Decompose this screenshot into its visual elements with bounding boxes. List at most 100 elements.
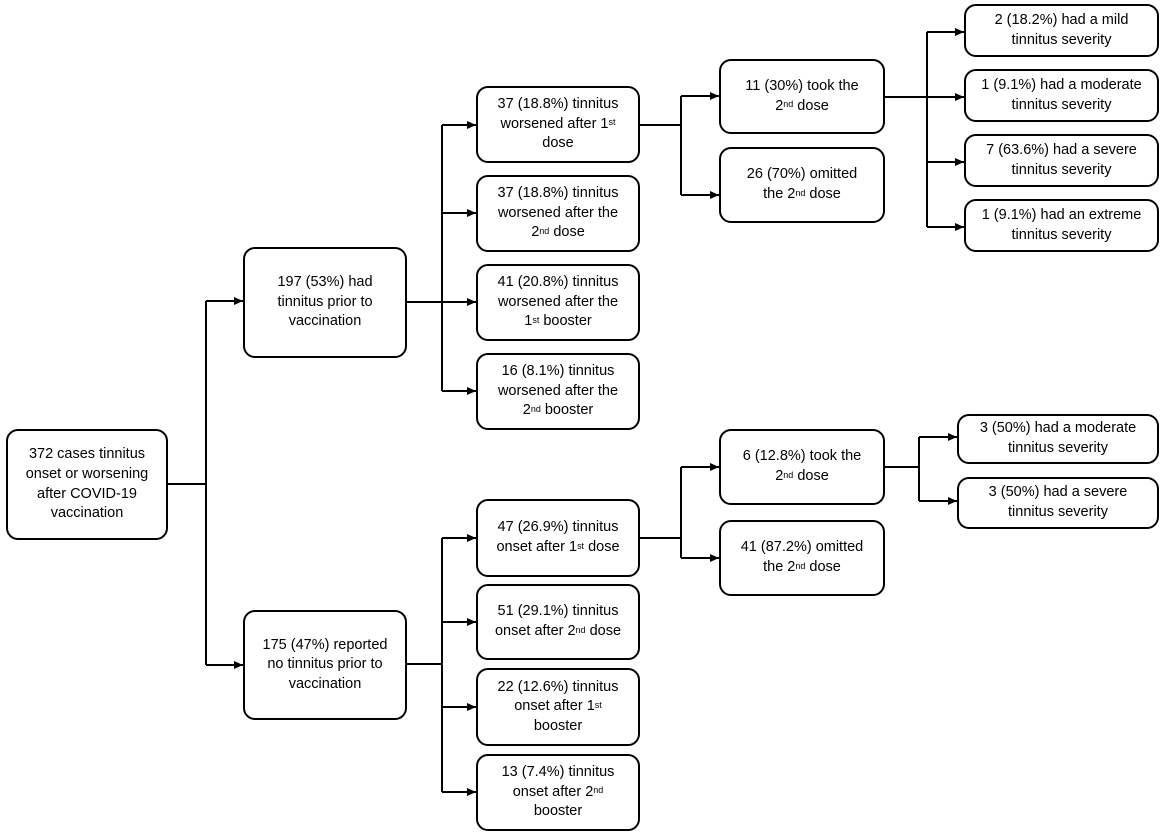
node-text-line: 2nd dose — [498, 223, 619, 243]
text-run: dose — [793, 97, 829, 114]
node-text-line: the 2nd dose — [747, 185, 857, 205]
text-run: 6 (12.8%) took the — [742, 448, 862, 465]
node-text-line: 11 (30%) took the — [745, 77, 858, 97]
text-run: tinnitus severity — [1011, 96, 1112, 113]
text-run: dose — [805, 186, 841, 202]
node-text-line: 175 (47%) reported — [263, 636, 388, 656]
text-run: 2 — [531, 224, 540, 241]
text-run: 175 (47%) reported — [262, 636, 388, 653]
text-run: onset or worsening — [25, 465, 149, 482]
node-text-line: tinnitus severity — [995, 31, 1129, 51]
text-run: onset after 1 — [514, 698, 595, 715]
node-text-line: no tinnitus prior to — [263, 655, 388, 675]
node-text: 7 (63.6%) had a severe tinnitus severity — [986, 141, 1137, 180]
node-text-line: 2nd dose — [745, 97, 858, 117]
text-run: dose — [549, 224, 585, 241]
text-run: dose — [805, 559, 841, 575]
ordinal-suffix: st — [577, 540, 585, 551]
text-run: 197 (53%) had — [277, 274, 373, 291]
text-run: vaccination — [50, 505, 124, 522]
ordinal-suffix: nd — [783, 469, 794, 480]
node-text-line: onset after 1st — [498, 697, 619, 717]
text-run: 47 (26.9%) tinnitus — [497, 519, 619, 536]
text-run: 1 (9.1%) had an extreme — [981, 206, 1142, 223]
node-text-line: 41 (20.8%) tinnitus — [498, 273, 619, 293]
severity-severe-node: 7 (63.6%) had a severe tinnitus severity — [964, 134, 1159, 187]
text-run: 372 cases tinnitus — [28, 446, 146, 463]
node-text-line: vaccination — [263, 675, 388, 695]
text-run: worsened after 1 — [500, 115, 609, 132]
text-run: 41 (20.8%) tinnitus — [497, 274, 619, 291]
node-text-line: tinnitus severity — [981, 96, 1141, 116]
text-run: dose — [542, 135, 574, 152]
worsened-second-dose-node: 37 (18.8%) tinnitus worsened after the 2nd… — [476, 175, 640, 252]
connector-o1 — [640, 467, 682, 558]
node-text-line: onset after 1st dose — [496, 538, 619, 558]
text-run: 1 (9.1%) had a moderate — [981, 76, 1142, 93]
node-text-line: 6 (12.8%) took the — [743, 447, 862, 467]
ordinal-suffix: nd — [530, 404, 541, 415]
text-run: 37 (18.8%) tinnitus — [497, 185, 619, 202]
text-run: after COVID-19 — [37, 485, 137, 502]
text-run: 13 (7.4%) tinnitus — [501, 764, 615, 781]
connector-w1 — [640, 96, 682, 195]
text-run: onset after 1 — [496, 539, 578, 555]
node-text-line: tinnitus severity — [986, 161, 1137, 181]
text-run: 51 (29.1%) tinnitus — [497, 603, 619, 620]
text-run: the 2 — [763, 559, 796, 575]
text-run: booster — [533, 717, 583, 734]
ordinal-suffix: nd — [539, 226, 550, 237]
severity-moderate-node: 1 (9.1%) had a moderate tinnitus severity — [964, 69, 1159, 122]
node-text-line: 47 (26.9%) tinnitus — [496, 518, 619, 538]
text-run: worsened after the — [497, 204, 619, 221]
text-run: 7 (63.6%) had a severe — [986, 141, 1137, 158]
text-run: vaccination — [288, 675, 362, 692]
node-text-line: 51 (29.1%) tinnitus — [495, 602, 621, 622]
node-text-line: 37 (18.8%) tinnitus — [498, 95, 619, 115]
node-text: 51 (29.1%) tinnitus onset after 2nd dose — [495, 602, 621, 641]
text-run: tinnitus severity — [1008, 440, 1108, 456]
node-text-line: worsened after the — [498, 293, 619, 313]
node-text-line: 2nd booster — [498, 401, 618, 421]
node-text-line: 37 (18.8%) tinnitus — [498, 184, 619, 204]
node-text-line: 1st booster — [498, 312, 619, 332]
node-text-line: onset after 2nd — [502, 783, 615, 803]
node-text-line: 1 (9.1%) had an extreme — [982, 206, 1142, 226]
text-run: onset after 2 — [494, 623, 576, 639]
node-text-line: tinnitus prior to — [277, 293, 372, 313]
text-run: tinnitus severity — [1008, 504, 1108, 520]
text-run: 2 — [775, 97, 784, 114]
node-text-line: the 2nd dose — [741, 558, 864, 578]
root-node: 372 cases tinnitus onset or worsening afte… — [6, 429, 168, 540]
node-text-line: tinnitus severity — [980, 439, 1136, 459]
connector-noprior — [407, 538, 443, 792]
node-text-line: booster — [498, 717, 619, 737]
no-prior-tinnitus-node: 175 (47%) reported no tinnitus prior to va… — [243, 610, 407, 720]
node-text-line: vaccination — [277, 312, 372, 332]
text-run: 22 (12.6%) tinnitus — [497, 678, 619, 695]
text-run: tinnitus severity — [1011, 31, 1112, 48]
node-text-line: onset after 2nd dose — [495, 622, 621, 642]
node-text: 175 (47%) reported no tinnitus prior to va… — [263, 636, 388, 695]
text-run: no tinnitus prior to — [267, 656, 383, 673]
connector-prior — [407, 125, 443, 391]
onset-second-dose-node: 51 (29.1%) tinnitus onset after 2nd dose — [476, 584, 640, 660]
ordinal-suffix: nd — [593, 785, 604, 796]
node-text-line: tinnitus severity — [989, 503, 1128, 523]
